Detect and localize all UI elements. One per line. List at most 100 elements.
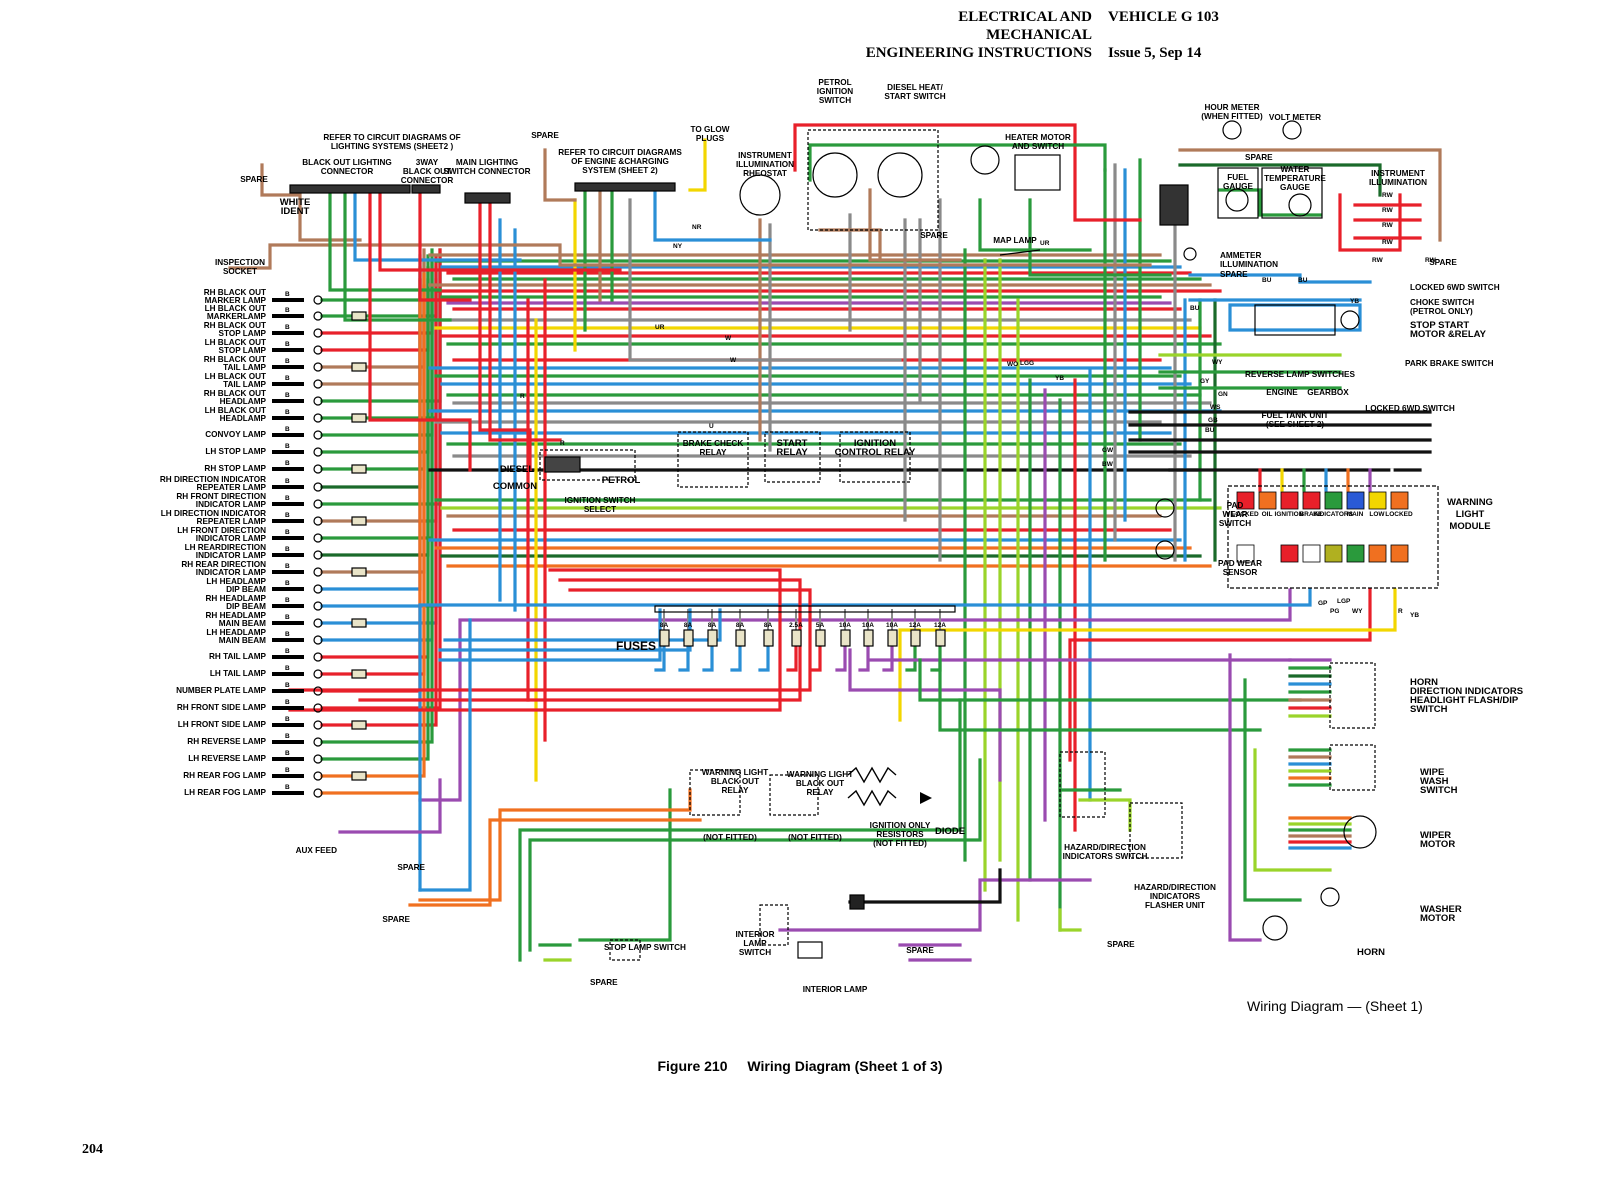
fuel-gauge (1217, 167, 1259, 219)
lamp-bulb-icon (313, 686, 323, 696)
lamp-bulb-icon (313, 550, 323, 560)
brake-check-label: BRAKE CHECK (683, 439, 744, 448)
warning-lamp-icon (1346, 544, 1365, 563)
common-label: COMMON (493, 481, 537, 492)
ignition-control-label: CONTROL RELAY (835, 447, 916, 458)
warning-lamp-icon (1280, 544, 1299, 563)
fuse-bottom-wire (810, 646, 822, 672)
lamp-bulb-icon (313, 703, 323, 713)
warning-lamp-icon (1258, 491, 1277, 510)
heater-motor-icon (970, 145, 1000, 175)
inspection-socket-label: SOCKET (223, 267, 257, 276)
white-ident-label: IDENT (281, 206, 310, 217)
horn-switch-label: HEADLIGHT FLASH/DIP (1410, 695, 1519, 706)
fuse-bottom-wire (758, 646, 770, 672)
spare-label: SPARE (240, 175, 268, 184)
resistor-icon (847, 789, 897, 807)
lamp-bulb-icon (313, 447, 323, 457)
fuse-icon (910, 629, 921, 647)
glow-plug-label: PLUGS (696, 134, 725, 143)
wire-code: WO (1007, 361, 1018, 368)
lamp-bulb-icon (313, 464, 323, 474)
header-right-2: Issue 5, Sep 14 (1108, 45, 1202, 61)
lamp-bulb-icon (313, 295, 323, 305)
warning-lamp-icon (1280, 491, 1299, 510)
three-way-label: BLACK OUT (403, 167, 451, 176)
lamp-bulb-icon (313, 567, 323, 577)
lamp-label: LH BLACK OUT (205, 372, 266, 381)
stop-start-relay (1254, 304, 1336, 336)
wire-code: BW (1102, 461, 1114, 468)
hazard-flasher-label: HAZARD/DIRECTION (1134, 883, 1216, 892)
wire-code: B (285, 426, 290, 433)
wire-code: NR (692, 224, 702, 231)
hour-meter-label: HOUR METER (1204, 103, 1259, 112)
lamp-label: RH REAR DIRECTION (181, 560, 266, 569)
fuse-bottom-wire (882, 646, 894, 672)
hazard-switch-label: INDICATORS SWITCH (1063, 852, 1148, 861)
bo-feed (368, 186, 472, 472)
wire-code: B (285, 784, 290, 791)
pad-wear-switch-icon (1155, 498, 1175, 518)
hour-meter-feed (1178, 148, 1442, 242)
lamp-label: TAIL LAMP (223, 363, 266, 372)
washer-motor-label: MOTOR (1420, 913, 1455, 924)
ammeter-label: ILLUMINATION (1220, 260, 1278, 269)
fuse-icon (735, 629, 746, 647)
fuse-rating: 5A (816, 622, 825, 629)
heater-switch (1014, 154, 1061, 191)
lamp-label: HEADLAMP (220, 397, 267, 406)
wire-code: B (285, 546, 290, 553)
map-lamp-label: MAP LAMP (993, 236, 1037, 245)
wire-code: B (285, 478, 290, 485)
lamp-label: RH BLACK OUT (204, 288, 266, 297)
fuse-bottom-wire (835, 646, 847, 672)
warning-module-label: MODULE (1449, 521, 1490, 532)
resistor-label: IGNITION ONLY (870, 821, 931, 830)
lamp-feed-wire (320, 248, 442, 710)
wire-code: B (285, 392, 290, 399)
three-way-connector (411, 184, 441, 194)
spare-label: SPARE (590, 978, 618, 987)
lamp-label: CONVOY LAMP (205, 430, 266, 439)
diode-icon (920, 792, 932, 804)
map-lamp-switch (999, 249, 1041, 256)
ignition-select-switch (539, 449, 636, 481)
spare-label: SPARE (397, 863, 425, 872)
wire-code: GN (1218, 391, 1228, 398)
petrol-label: PETROL (602, 475, 641, 486)
lamp-label: RH BLACK OUT (204, 355, 266, 364)
brake-check-label: RELAY (700, 448, 728, 457)
fuse-feed-blue (443, 608, 722, 642)
lamp-label: HEADLAMP (220, 414, 267, 423)
diesel-heat-label: START SWITCH (884, 92, 945, 101)
warning-lamp-label: IGNITION (1275, 511, 1304, 518)
warning-lamp-icon (1346, 491, 1365, 510)
lamp-bulb-icon (313, 362, 323, 372)
ammeter-lamp-icon (1183, 247, 1197, 261)
lamp-bulb-icon (313, 669, 323, 679)
ignition-control-label: IGNITION (854, 438, 896, 449)
fuse-feed-blue (438, 608, 662, 662)
resistor-label: RESISTORS (876, 830, 924, 839)
rheostat-icon (739, 174, 781, 216)
instrument-connector (1159, 184, 1189, 226)
main-lighting-label: SWITCH CONNECTOR (443, 167, 530, 176)
lamp-bulb-icon (313, 584, 323, 594)
warning-lamp-icon (1390, 491, 1409, 510)
main-lighting-label: MAIN LIGHTING (456, 158, 518, 167)
bo-relay-2-label: WARNING LIGHT (787, 770, 853, 779)
wire-code: B (285, 324, 290, 331)
water-temp-dial (1288, 193, 1312, 217)
fuse-rating: 12A (934, 622, 946, 629)
wire-code: GP (1318, 600, 1328, 607)
bo-feed (353, 186, 522, 262)
lamp-label: RH FRONT SIDE LAMP (177, 703, 267, 712)
bo-relay-1-label: RELAY (722, 786, 750, 795)
three-way-label: 3WAY (416, 158, 439, 167)
lamp-label: LH HEADLAMP (206, 628, 266, 637)
lamp-bulb-icon (313, 311, 323, 321)
lamp-bulb-icon (313, 635, 323, 645)
lamp-label: STOP LAMP (219, 346, 267, 355)
water-temp-label: WATER (1281, 165, 1310, 174)
